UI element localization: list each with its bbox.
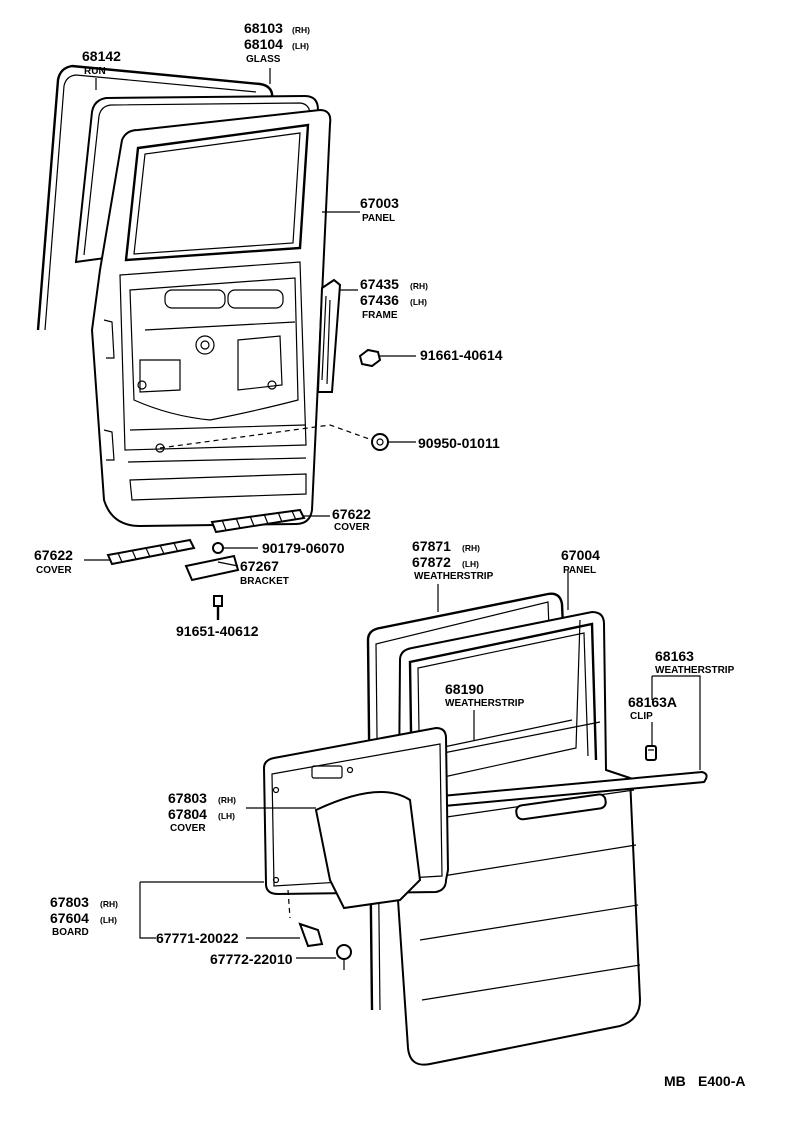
door-weatherstrip: [366, 592, 572, 1011]
label-68142-name: RUN: [84, 66, 106, 77]
label-67803-board-number: 67803: [50, 894, 89, 910]
label-67622-left-name: COVER: [36, 565, 72, 576]
diagram-footer: MB E400-A: [664, 1073, 745, 1089]
label-67871-suffix: (RH): [462, 543, 480, 553]
cover-strip-left: [106, 538, 196, 566]
upper-door-panel: [90, 108, 332, 528]
label-67872-number: 67872: [412, 554, 451, 570]
label-67803-cover-suffix: (RH): [218, 795, 236, 805]
nut-90950-01011: [371, 433, 416, 451]
label-67622-left-number: 67622: [34, 547, 73, 563]
label-68104-number: 68104: [244, 36, 283, 52]
lower-door-panel: [396, 610, 642, 1066]
label-67604-name: BOARD: [52, 927, 89, 938]
footer-code: MB: [664, 1073, 686, 1089]
label-67436-name: FRAME: [362, 310, 398, 321]
label-67436-suffix: (LH): [410, 297, 427, 307]
label-68103-number: 68103: [244, 20, 283, 36]
label-67003-name: PANEL: [362, 213, 395, 224]
bolt-91661-40614: [358, 348, 416, 368]
label-91661-number: 91661-40614: [420, 347, 503, 363]
label-67004-number: 67004: [561, 547, 600, 563]
middle-small-parts: [84, 348, 416, 620]
label-67604-suffix: (LH): [100, 915, 117, 925]
label-67003-number: 67003: [360, 195, 399, 211]
label-67804-name: COVER: [170, 823, 206, 834]
label-67622-right-number: 67622: [332, 506, 371, 522]
label-67804-number: 67804: [168, 806, 207, 822]
label-67872-suffix: (LH): [462, 559, 479, 569]
footer-ref: E400-A: [698, 1073, 745, 1089]
label-68104-suffix: (LH): [292, 41, 309, 51]
label-68142-number: 68142: [82, 48, 121, 64]
part-labels: 68142 RUN 68103 (RH) 68104 (LH) GLASS 67…: [34, 20, 735, 967]
nut-90179-06070: [212, 542, 258, 554]
label-67435-number: 67435: [360, 276, 399, 292]
label-67871-number: 67871: [412, 538, 451, 554]
label-68190-number: 68190: [445, 681, 484, 697]
label-68163-number: 68163: [655, 648, 694, 664]
bracket-67267: [184, 554, 240, 582]
leader-lines: [95, 68, 701, 959]
cover-strip-right: [210, 508, 306, 534]
bolt-91651-40612: [213, 595, 223, 620]
label-90950-number: 90950-01011: [418, 435, 500, 451]
door-inner-cover: [314, 791, 422, 910]
label-68103-suffix: (RH): [292, 25, 310, 35]
clip-67771-20022: [287, 889, 324, 948]
label-67804-suffix: (LH): [218, 811, 235, 821]
label-68163-name: WEATHERSTRIP: [655, 665, 735, 676]
label-67872-name: WEATHERSTRIP: [414, 571, 494, 582]
label-68104-name: GLASS: [246, 54, 281, 65]
label-67435-suffix: (RH): [410, 281, 428, 291]
lower-door-assembly: [262, 592, 708, 1066]
label-67604-number: 67604: [50, 910, 89, 926]
label-91651-number: 91651-40612: [176, 623, 259, 639]
clip-67772-22010: [336, 944, 352, 970]
clip-68163A: [645, 745, 657, 761]
label-90179-number: 90179-06070: [262, 540, 345, 556]
label-67267-number: 67267: [240, 558, 279, 574]
label-67004-name: PANEL: [563, 565, 596, 576]
label-68163A-name: CLIP: [630, 711, 653, 722]
label-67803-cover-number: 67803: [168, 790, 207, 806]
label-67622-right-name: COVER: [334, 522, 370, 533]
upper-door-assembly: [36, 64, 342, 528]
weatherstrip-68163: [418, 770, 708, 810]
label-68163A-number: 68163A: [628, 694, 677, 710]
label-67267-name: BRACKET: [240, 576, 289, 587]
label-68190-name: WEATHERSTRIP: [445, 698, 525, 709]
label-67436-number: 67436: [360, 292, 399, 308]
label-67772-number: 67772-22010: [210, 951, 293, 967]
label-67803-board-suffix: (RH): [100, 899, 118, 909]
run-channel: [36, 64, 274, 331]
label-67771-number: 67771-20022: [156, 930, 239, 946]
